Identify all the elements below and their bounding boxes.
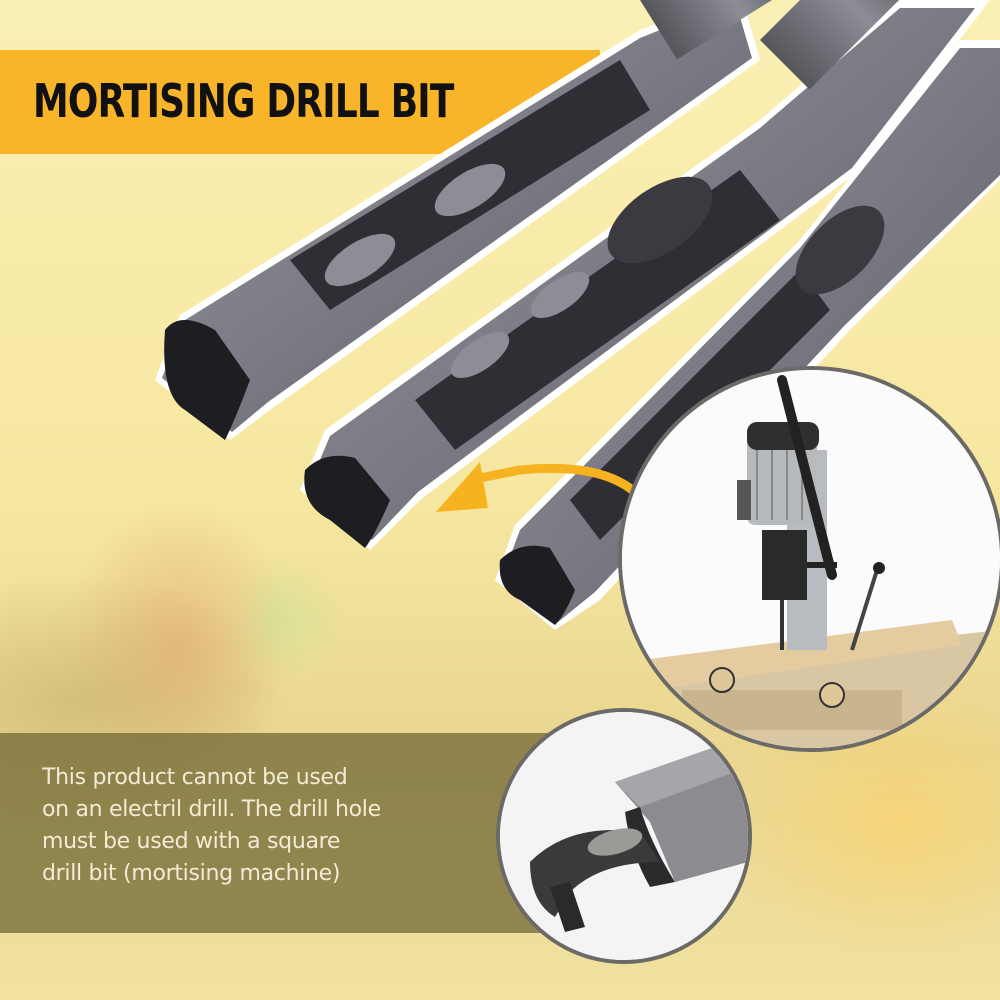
notice-line: drill bit (mortising machine) <box>42 861 341 886</box>
notice-line: on an electril drill. The drill hole <box>42 797 381 822</box>
drill-bit-1 <box>155 0 813 440</box>
drill-bit-2 <box>300 0 990 550</box>
notice-line: This product cannot be used <box>42 765 348 790</box>
usage-notice: This product cannot be used on an electr… <box>42 762 482 890</box>
notice-line: must be used with a square <box>42 829 341 854</box>
product-title: MORTISING DRILL BIT <box>33 74 454 128</box>
mortising-machine-photo <box>618 366 1000 752</box>
notice-panel <box>0 733 560 933</box>
bit-tip-closeup-photo <box>496 708 752 964</box>
